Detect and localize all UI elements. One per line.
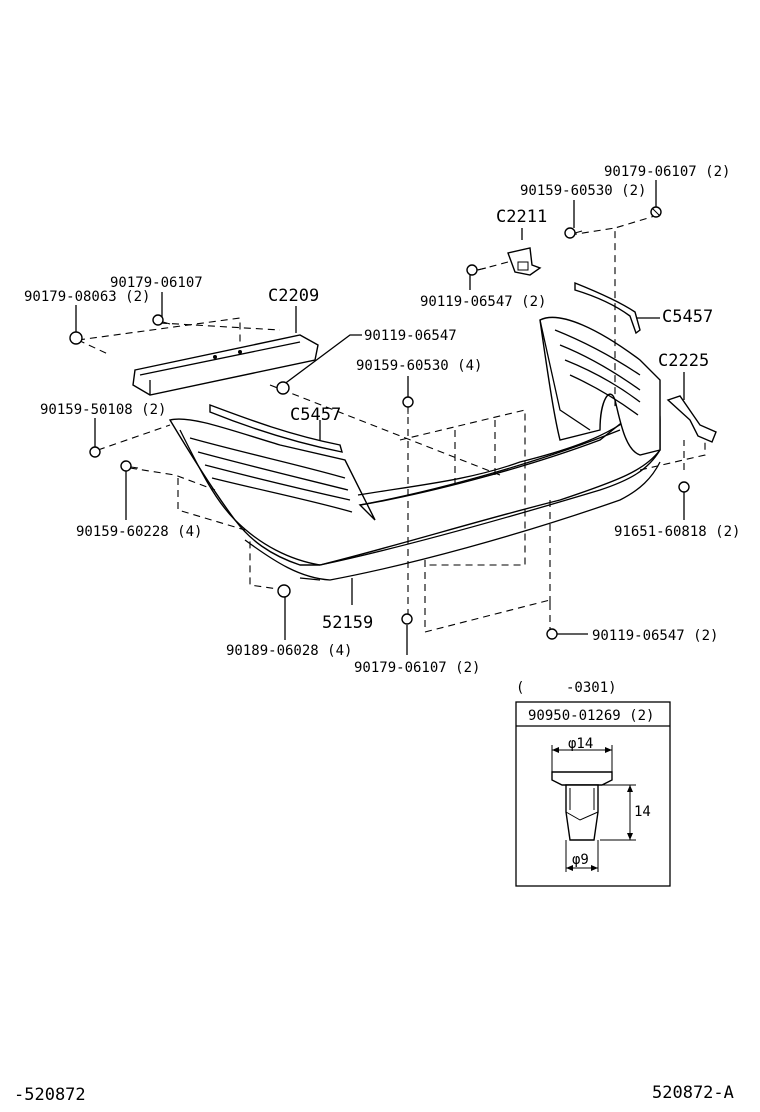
bracket-c2211 bbox=[507, 247, 542, 276]
clip-91651-60818 bbox=[678, 481, 690, 493]
label-90159-50108-2: 90159-50108 (2) bbox=[40, 402, 166, 418]
inset-frame bbox=[515, 701, 671, 887]
clip-90179-06107-left bbox=[152, 314, 171, 326]
label-c5457-right: C5457 bbox=[662, 307, 713, 327]
clip-90189-06028 bbox=[277, 584, 291, 598]
label-90179-06107: 90179-06107 bbox=[110, 275, 203, 291]
screw-90159-60228 bbox=[120, 460, 139, 472]
label-90159-60530-4: 90159-60530 (4) bbox=[356, 358, 482, 374]
inset-part-number: 90950-01269 (2) bbox=[528, 708, 654, 724]
bracket-c2225 bbox=[666, 395, 717, 443]
label-90179-06107-2-top: 90179-06107 (2) bbox=[604, 164, 730, 180]
screw-90159-60530-mid bbox=[402, 396, 414, 414]
label-52159: 52159 bbox=[322, 613, 373, 633]
left-bracket bbox=[132, 334, 319, 396]
push-clip-drawing bbox=[551, 745, 636, 872]
inset-detail: ( -0301) 90950-01269 (2) bbox=[515, 680, 671, 887]
left-moulding bbox=[209, 403, 343, 453]
solid-leaders bbox=[75, 180, 685, 655]
label-90119-06547-2-bottom: 90119-06547 (2) bbox=[592, 628, 718, 644]
inset-shank-diameter: φ9 bbox=[572, 852, 589, 868]
label-90189-06028-4: 90189-06028 (4) bbox=[226, 643, 352, 659]
label-90179-06107-2-bottom: 90179-06107 (2) bbox=[354, 660, 480, 676]
label-c2209: C2209 bbox=[268, 286, 319, 306]
inset-date-open: ( bbox=[516, 680, 524, 696]
clip-90179-08063 bbox=[69, 331, 83, 345]
screw-90159-60530-top bbox=[564, 227, 583, 239]
footer-left-code: -520872 bbox=[14, 1085, 86, 1105]
right-moulding bbox=[574, 281, 641, 335]
label-91651-60818-2: 91651-60818 (2) bbox=[614, 524, 740, 540]
label-c5457-left: C5457 bbox=[290, 405, 341, 425]
inset-date-close: -0301) bbox=[566, 680, 617, 696]
inset-head-diameter: φ14 bbox=[568, 736, 593, 752]
clip-90179-06107-top bbox=[650, 206, 662, 218]
label-90179-08063-2: 90179-08063 (2) bbox=[24, 289, 150, 305]
bolt-90119-06547-bottom bbox=[546, 628, 558, 640]
labels: 90179-06107 (2) 90159-60530 (2) C2211 90… bbox=[24, 164, 740, 676]
rear-bumper-cover bbox=[168, 316, 661, 581]
label-90119-06547-2-top: 90119-06547 (2) bbox=[420, 294, 546, 310]
label-c2225: C2225 bbox=[658, 351, 709, 371]
screw-90159-50108 bbox=[89, 446, 101, 458]
bolt-90119-06547-mid bbox=[276, 381, 290, 395]
bolt-90119-06547-top bbox=[466, 264, 487, 276]
label-90159-60530-2: 90159-60530 (2) bbox=[520, 183, 646, 199]
label-c2211: C2211 bbox=[496, 207, 547, 227]
label-90159-60228-4: 90159-60228 (4) bbox=[76, 524, 202, 540]
inset-length: 14 bbox=[634, 804, 651, 820]
fasteners bbox=[69, 206, 690, 640]
label-90119-06547: 90119-06547 bbox=[364, 328, 457, 344]
dashed-leaders bbox=[77, 214, 706, 633]
clip-90179-06107-bottom bbox=[401, 613, 413, 625]
footer-right-code: 520872-A bbox=[652, 1083, 734, 1103]
